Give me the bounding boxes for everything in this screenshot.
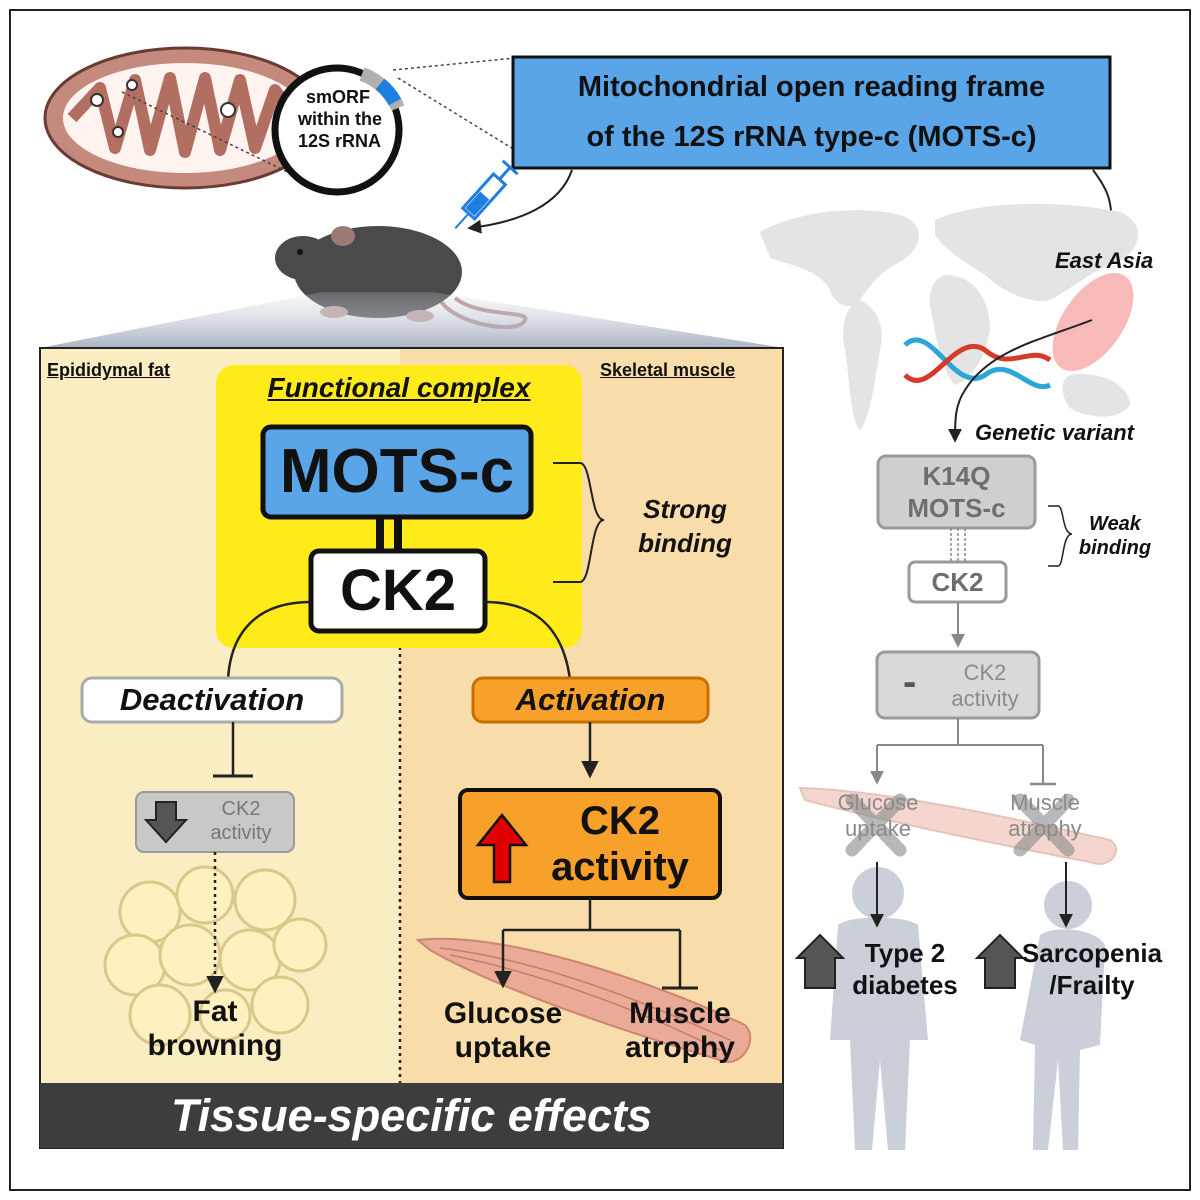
deactivation-box xyxy=(80,676,344,724)
zoom-beam xyxy=(40,292,785,348)
weak-binding-line-2: binding xyxy=(1078,537,1152,559)
mtdna-ring-icon xyxy=(271,64,405,196)
mots-c-title-line-2: of the 12S rRNA type-c (MOTS-c) xyxy=(586,121,1037,153)
muscle-atrophy-faded-label: Muscle atrophy xyxy=(985,790,1105,842)
glucose-faded-line-1: Glucose xyxy=(837,790,919,815)
mots-c-title: Mitochondrial open reading frame of the … xyxy=(513,62,1110,162)
minus-sign: - xyxy=(903,660,917,704)
smorf-line-1: smORF xyxy=(305,87,370,107)
ck2-box xyxy=(308,548,488,634)
strong-binding-line-2: binding xyxy=(638,528,732,558)
glucose-faded-line-2: uptake xyxy=(844,816,912,841)
type-2-diabetes-line-1: Type 2 xyxy=(864,938,946,968)
atrophy-faded-line-2: atrophy xyxy=(1008,816,1082,841)
muscle-atrophy-line-1: Muscle xyxy=(629,997,731,1030)
dna-icon xyxy=(903,337,1052,390)
mots-c-title-box xyxy=(511,55,1112,170)
deactivation-label: Deactivation xyxy=(119,682,305,717)
blocked-x-icon xyxy=(845,793,907,857)
muscle-icon xyxy=(415,937,752,1063)
ck2-activity-minus-label: CK2 activity xyxy=(935,660,1035,712)
k14q-mots-c-box xyxy=(876,454,1037,530)
muscle-atrophy-line-2: atrophy xyxy=(624,1031,735,1064)
mots-c-label: MOTS-c xyxy=(279,437,515,506)
strong-binding-line-1: Strong xyxy=(643,494,727,524)
fat-cells-icon xyxy=(103,865,328,1047)
syringe-icon xyxy=(454,159,519,230)
weak-binding-line-1: Weak xyxy=(1089,513,1141,535)
smorf-line-3: 12S rRNA xyxy=(298,131,382,151)
down-arrow-icon xyxy=(143,801,189,844)
smorf-line-2: within the xyxy=(298,109,382,129)
outer-frame xyxy=(9,9,1191,1191)
ck2-activity-down-line-2: activity xyxy=(210,822,272,844)
world-map-icon xyxy=(760,203,1139,430)
sarcopenia-line-2: /Frailty xyxy=(1049,970,1135,1000)
ck2-activity-minus-line-1: CK2 xyxy=(963,660,1007,685)
person-frailty-icon xyxy=(1020,881,1105,1150)
activation-label: Activation xyxy=(515,682,666,717)
mitochondrion-icon xyxy=(43,46,327,190)
sarcopenia-line-1: Sarcopenia xyxy=(1021,938,1163,968)
weak-binding-bracket xyxy=(1048,505,1073,567)
type-2-diabetes-label: Type 2 diabetes xyxy=(840,937,970,1001)
east-asia-label: East Asia xyxy=(1055,248,1154,273)
footer-bar xyxy=(40,1083,783,1148)
glucose-uptake-line-1: Glucose xyxy=(443,997,563,1030)
functional-complex-title: Functional complex xyxy=(267,372,531,403)
k14q-line-2: MOTS-c xyxy=(907,493,1006,523)
east-asia-highlight xyxy=(1052,273,1134,371)
tissue-specific-effects-footer: Tissue-specific effects xyxy=(170,1090,653,1141)
ck2-activity-minus-line-2: activity xyxy=(951,686,1019,711)
ck2-activity-down-label: CK2 activity xyxy=(196,797,286,845)
muscle-atrophy-label: Muscle atrophy xyxy=(605,997,755,1065)
glucose-uptake-label: Glucose uptake xyxy=(428,997,578,1065)
weak-binding-label: Weak binding xyxy=(1070,512,1160,560)
muscle-faded-icon xyxy=(798,786,1117,865)
person-diabetes-icon xyxy=(830,867,928,1150)
glucose-uptake-line-2: uptake xyxy=(454,1031,552,1064)
type-2-diabetes-line-2: diabetes xyxy=(852,970,958,1000)
blocked-x-icon-2 xyxy=(1013,793,1075,857)
k14q-mots-c-label: K14Q MOTS-c xyxy=(878,460,1035,524)
skeletal-muscle-label: Skeletal muscle xyxy=(600,360,736,380)
atrophy-faded-line-1: Muscle xyxy=(1010,790,1080,815)
up-arrow-sarcopenia-icon xyxy=(974,933,1026,989)
fat-browning-line-2: browning xyxy=(147,1029,283,1062)
strong-binding-label: Strong binding xyxy=(620,492,750,560)
ck2-variant-label: CK2 xyxy=(931,567,984,597)
ck2-label: CK2 xyxy=(339,558,457,623)
up-arrow-diabetes-icon xyxy=(794,933,846,989)
k14q-line-1: K14Q xyxy=(922,461,991,491)
fat-browning-label: Fat browning xyxy=(140,995,290,1063)
up-arrow-icon xyxy=(475,812,529,884)
strong-binding-bracket xyxy=(553,462,605,583)
fat-browning-line-1: Fat xyxy=(192,995,238,1028)
ck2-activity-down-line-1: CK2 xyxy=(221,798,261,820)
ck2-activity-up-line-1: CK2 xyxy=(579,799,661,843)
epididymal-fat-label: Epididymal fat xyxy=(47,360,171,380)
smorf-label: smORF within the 12S rRNA xyxy=(298,86,382,152)
ck2-activity-up-label: CK2 activity xyxy=(530,798,710,890)
mots-c-title-line-1: Mitochondrial open reading frame xyxy=(577,71,1046,103)
sarcopenia-frailty-label: Sarcopenia /Frailty xyxy=(1012,937,1172,1001)
ck2-activity-up-line-2: activity xyxy=(551,845,689,889)
genetic-variant-label: Genetic variant xyxy=(975,420,1134,445)
glucose-uptake-faded-label: Glucose uptake xyxy=(818,790,938,842)
